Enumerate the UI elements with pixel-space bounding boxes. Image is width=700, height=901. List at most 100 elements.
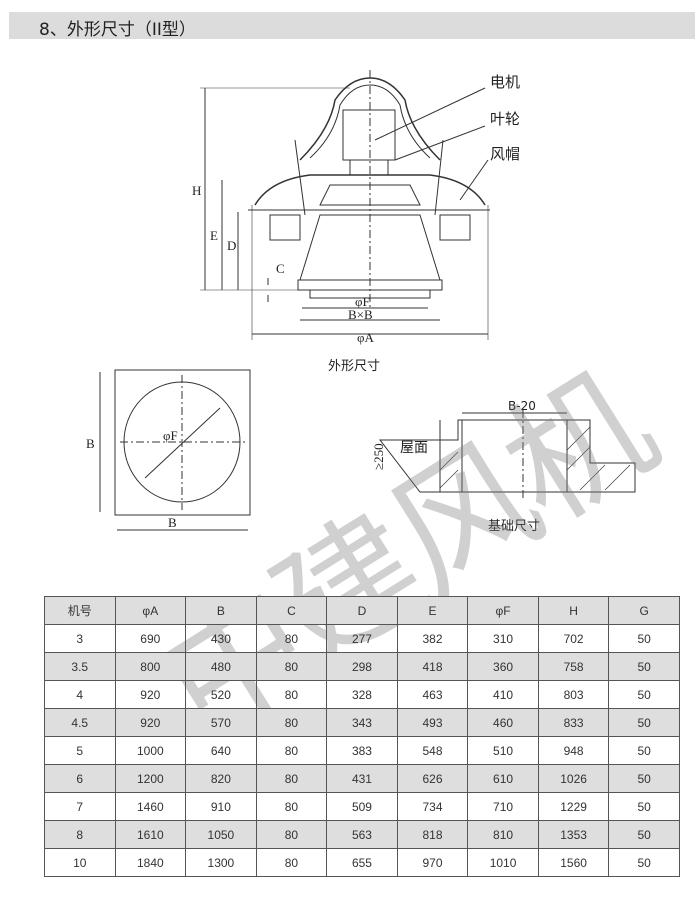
table-cell: 1200 [114, 764, 187, 793]
table-cell: 3 [44, 624, 116, 653]
table-cell: 310 [467, 624, 539, 653]
fan-elevation [200, 70, 490, 340]
table-cell: 80 [255, 764, 328, 793]
table-cell: 626 [396, 764, 469, 793]
table-cell: 803 [537, 680, 610, 709]
table-cell: 548 [396, 736, 469, 765]
table-cell: 343 [326, 708, 398, 737]
table-cell: 50 [608, 708, 680, 737]
table-cell: 610 [467, 764, 539, 793]
label-hood: 风帽 [490, 145, 520, 163]
table-cell: 493 [396, 708, 469, 737]
table-cell: 80 [255, 652, 328, 681]
table-cell: 50 [608, 736, 680, 765]
table-cell: 640 [185, 736, 257, 765]
table-cell: 1050 [185, 820, 257, 849]
table-cell: 820 [185, 764, 257, 793]
table-cell: 277 [326, 624, 398, 653]
dim-D: D [227, 238, 236, 253]
dim-H: H [192, 183, 201, 198]
foundation-roof-label: 屋面 [400, 441, 428, 456]
table-cell: 948 [537, 736, 610, 765]
table-cell: 410 [467, 680, 539, 709]
col-header: E [396, 596, 469, 625]
table-cell: 734 [396, 792, 469, 821]
col-header: φF [467, 596, 539, 625]
col-header: φA [114, 596, 187, 625]
dim-A: φA [357, 330, 375, 345]
table-cell: 80 [255, 736, 328, 765]
table-cell: 1229 [537, 792, 610, 821]
table-cell: 4.5 [44, 708, 116, 737]
table-cell: 910 [185, 792, 257, 821]
table-cell: 50 [608, 680, 680, 709]
plan-dim-B-horizontal: B [168, 515, 177, 530]
elevation-caption: 外形尺寸 [328, 359, 380, 374]
table-cell: 1026 [537, 764, 610, 793]
table-cell: 80 [255, 624, 328, 653]
table-cell: 80 [255, 820, 328, 849]
table-cell: 80 [255, 792, 328, 821]
table-cell: 563 [326, 820, 398, 849]
table-cell: 520 [185, 680, 257, 709]
col-header: C [255, 596, 328, 625]
plan-dim-B-vertical: B [86, 436, 95, 451]
foundation-dim-width: B-20 [508, 399, 536, 413]
table-cell: 328 [326, 680, 398, 709]
table-cell: 655 [326, 848, 398, 877]
table-cell: 4 [44, 680, 116, 709]
table-cell: 8 [44, 820, 116, 849]
table-cell: 80 [255, 848, 328, 877]
table-cell: 920 [114, 680, 187, 709]
table-cell: 800 [114, 652, 187, 681]
col-header: 机号 [44, 596, 116, 625]
table-cell: 80 [255, 708, 328, 737]
table-cell: 360 [467, 652, 539, 681]
col-header: H [537, 596, 610, 625]
table-cell: 1300 [185, 848, 257, 877]
foundation-dim-height: ≥250 [371, 443, 386, 470]
dim-E: E [210, 228, 218, 243]
table-cell: 570 [185, 708, 257, 737]
table-cell: 818 [396, 820, 469, 849]
table-cell: 1353 [537, 820, 610, 849]
table-cell: 758 [537, 652, 610, 681]
col-header: G [608, 596, 680, 625]
table-cell: 431 [326, 764, 398, 793]
col-header: D [326, 596, 398, 625]
plan-view [99, 369, 251, 531]
table-cell: 3.5 [44, 652, 116, 681]
table-header-row: 机号 φA B C D E φF H G [44, 596, 680, 625]
table-cell: 383 [326, 736, 398, 765]
table-cell: 50 [608, 764, 680, 793]
table-cell: 6 [44, 764, 116, 793]
foundation-view [378, 410, 636, 500]
table-cell: 10 [44, 848, 116, 877]
table-cell: 510 [467, 736, 539, 765]
table-cell: 920 [114, 708, 187, 737]
table-cell: 690 [114, 624, 187, 653]
table-cell: 1000 [114, 736, 187, 765]
table-cell: 460 [467, 708, 539, 737]
table-cell: 7 [44, 792, 116, 821]
table-cell: 430 [185, 624, 257, 653]
col-header: B [185, 596, 257, 625]
table-cell: 1560 [537, 848, 610, 877]
table-cell: 5 [44, 736, 116, 765]
dim-F: φF [355, 294, 370, 309]
table-cell: 833 [537, 708, 610, 737]
table-cell: 1460 [114, 792, 187, 821]
table-cell: 382 [396, 624, 469, 653]
dim-BxB: B×B [348, 307, 373, 322]
table-cell: 50 [608, 624, 680, 653]
table-cell: 298 [326, 652, 398, 681]
